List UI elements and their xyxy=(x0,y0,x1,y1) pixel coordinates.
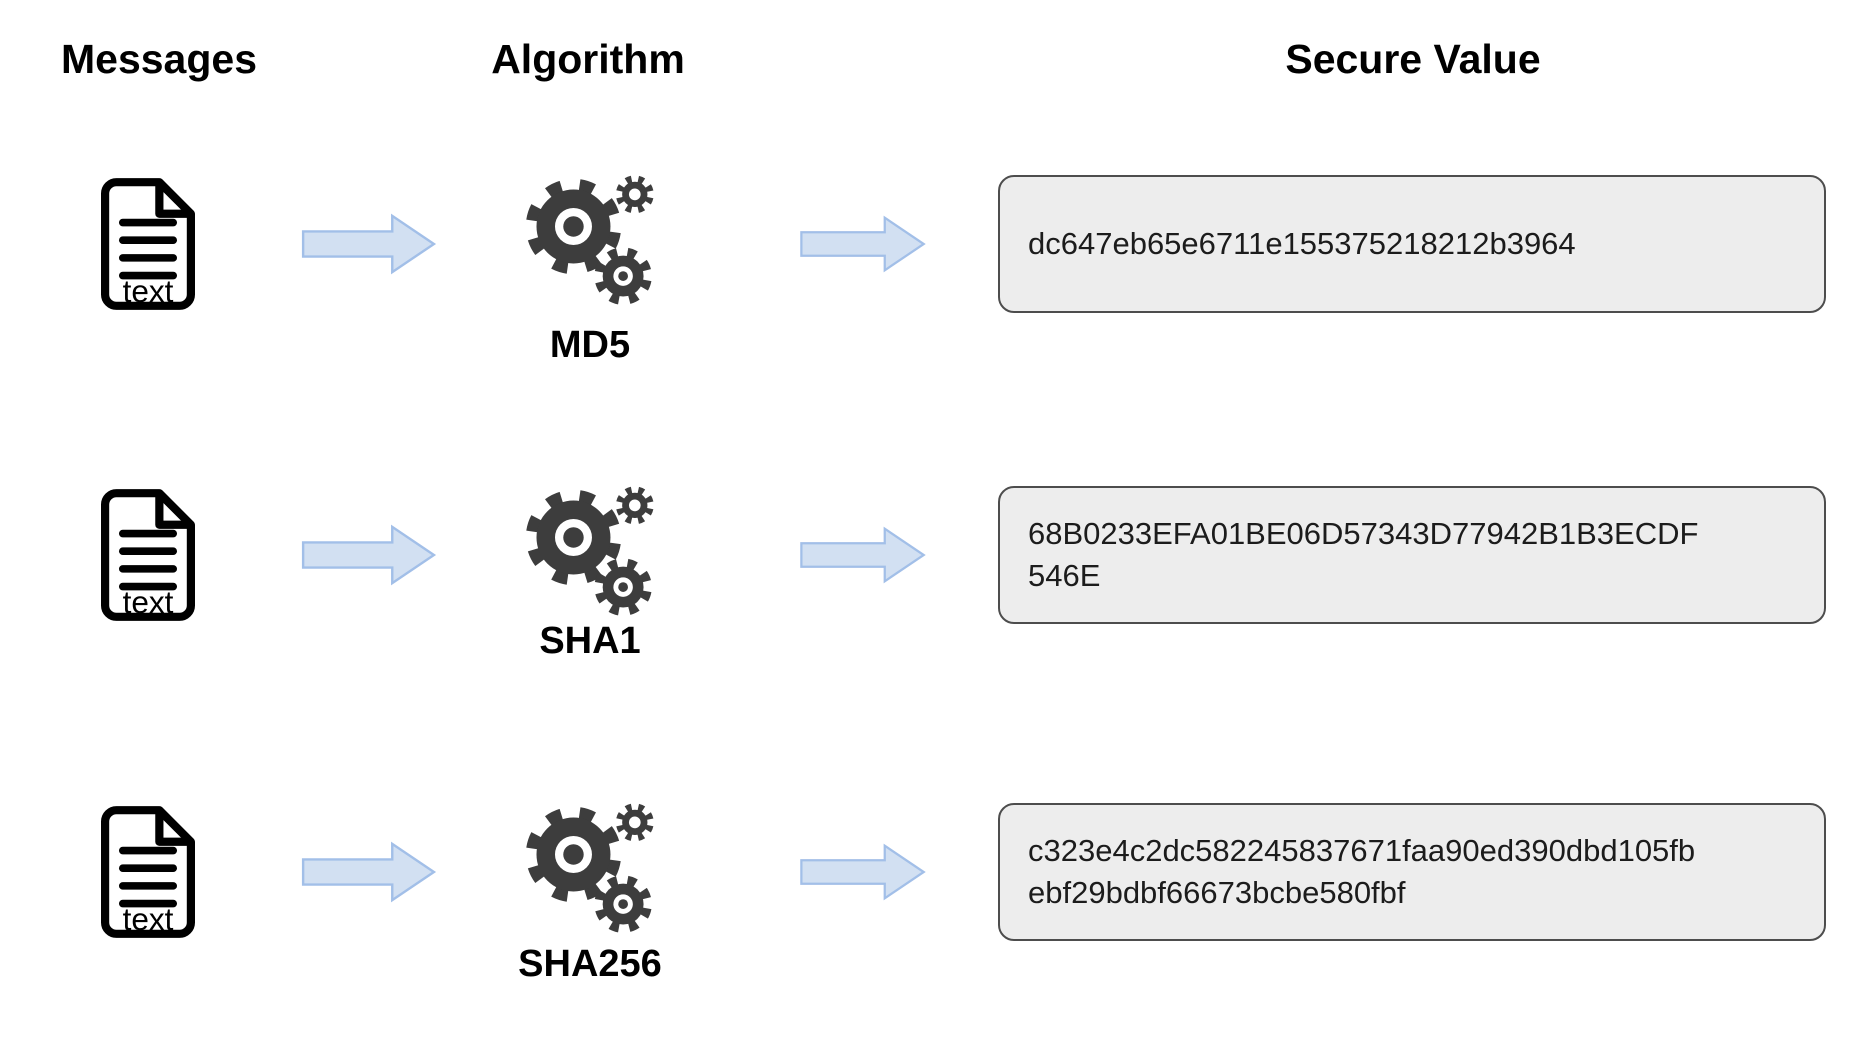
column-header-secure-value: Secure Value xyxy=(1285,36,1541,82)
algorithm-label-md5: MD5 xyxy=(549,324,631,366)
document-text-icon xyxy=(95,804,201,940)
arrow-right-icon xyxy=(799,843,927,901)
gears-icon xyxy=(518,482,664,628)
hash-value-line: 546E xyxy=(1028,558,1101,593)
arrow-right-icon xyxy=(799,526,927,584)
secure-value-box-md5: dc647eb65e6711e155375218212b3964 xyxy=(998,175,1826,313)
hash-value-line: ebf29bdbf66673bcbe580fbf xyxy=(1028,875,1406,910)
algorithm-label-sha1: SHA1 xyxy=(539,620,641,662)
gears-icon xyxy=(518,799,664,945)
document-text-icon xyxy=(95,176,201,312)
arrow-right-icon xyxy=(299,213,439,275)
arrow-right-icon xyxy=(299,524,439,586)
column-header-algorithm: Algorithm xyxy=(491,36,685,82)
arrow-right-icon xyxy=(299,841,439,903)
secure-value-box-sha256: c323e4c2dc582245837671faa90ed390dbd105fb… xyxy=(998,803,1826,941)
arrow-right-icon xyxy=(799,215,927,273)
hash-value-line: dc647eb65e6711e155375218212b3964 xyxy=(1028,226,1576,261)
hash-value-line: c323e4c2dc582245837671faa90ed390dbd105fb xyxy=(1028,833,1696,868)
document-text-icon xyxy=(95,487,201,623)
algorithm-label-sha256: SHA256 xyxy=(518,943,662,985)
secure-value-box-sha1: 68B0233EFA01BE06D57343D77942B1B3ECDF 546… xyxy=(998,486,1826,624)
gears-icon xyxy=(518,171,664,317)
hash-value-line: 68B0233EFA01BE06D57343D77942B1B3ECDF xyxy=(1028,516,1699,551)
column-header-messages: Messages xyxy=(60,36,257,82)
